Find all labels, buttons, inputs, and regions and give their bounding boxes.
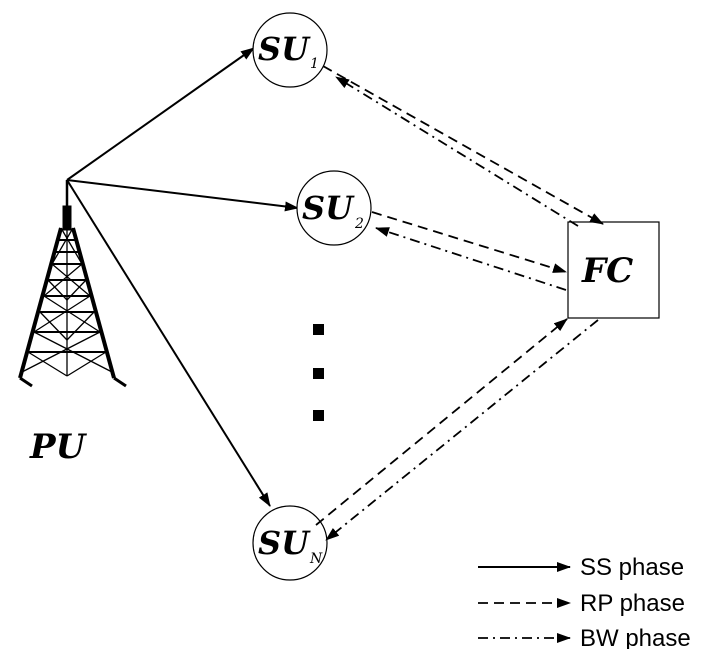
bw-arrows	[325, 76, 599, 541]
bw-arrow-su1	[335, 76, 579, 227]
ss-arrow-su1	[66, 47, 255, 181]
rp-arrow-su1	[322, 65, 604, 225]
fc-label: FC	[581, 251, 633, 291]
sun-subscript: N	[309, 551, 323, 567]
rp-arrows	[315, 65, 604, 526]
legend-bw-label: BW phase	[580, 625, 691, 649]
legend-rp-label: RP phase	[580, 590, 685, 617]
su1-circle	[252, 12, 328, 88]
su1-label: SU	[258, 30, 311, 68]
ss-arrow-sun	[66, 179, 271, 507]
bw-arrow-su2	[375, 227, 567, 291]
sun-circle	[252, 505, 328, 581]
su2-subscript: 2	[354, 216, 364, 232]
su1-subscript: 1	[310, 56, 319, 72]
rp-arrow-sun	[315, 318, 568, 526]
fc-box	[567, 221, 660, 319]
sun-label: SU	[258, 524, 311, 562]
rp-arrow-su2	[371, 211, 567, 273]
ss-arrow-su2	[66, 179, 299, 212]
su2-node: SU 2	[296, 170, 372, 246]
su2-label: SU	[302, 189, 355, 227]
fc-node: FC	[567, 221, 660, 319]
pu-label: PU	[29, 427, 88, 467]
bw-arrow-sun	[325, 319, 599, 541]
su1-node: SU 1	[252, 12, 328, 88]
tower-icon	[18, 180, 127, 388]
ellipsis-dots	[313, 324, 324, 421]
legend: SS phase RP phase BW phase	[478, 554, 691, 649]
legend-ss-label: SS phase	[580, 554, 684, 581]
ss-arrows	[66, 47, 299, 507]
sun-node: SU N	[252, 505, 328, 581]
su2-circle	[296, 170, 372, 246]
